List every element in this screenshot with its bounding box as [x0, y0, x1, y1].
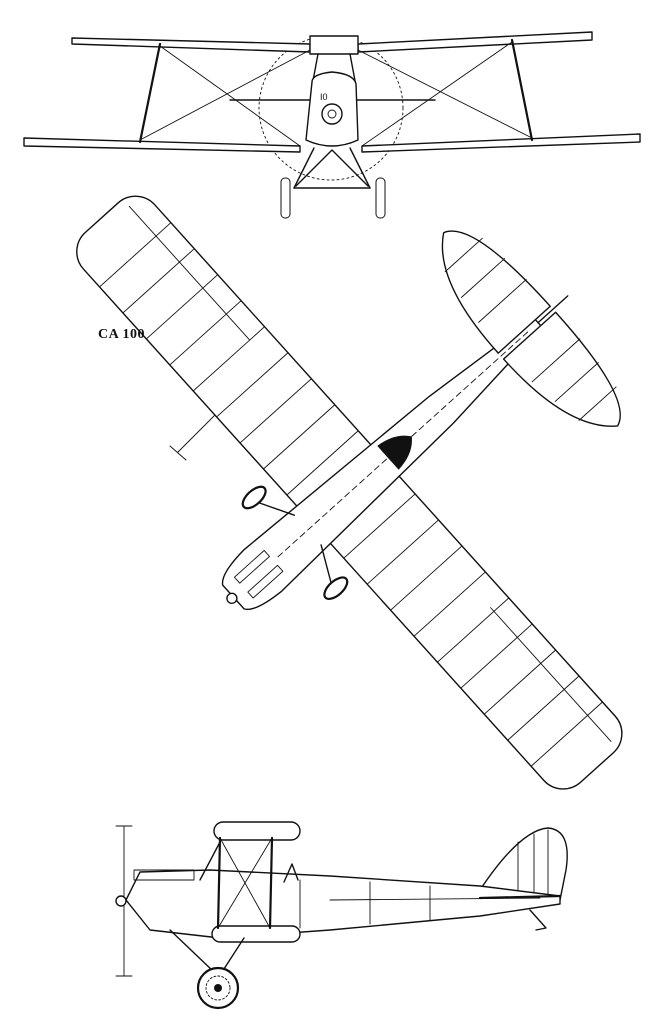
side-view [115, 821, 568, 1010]
top-view [76, 195, 623, 790]
model-label: CA 100 [98, 327, 145, 342]
svg-text:I0: I0 [320, 92, 328, 102]
front-view: I0 [23, 31, 641, 219]
front-wheel-left [280, 177, 291, 219]
front-wheel-right [375, 177, 386, 219]
